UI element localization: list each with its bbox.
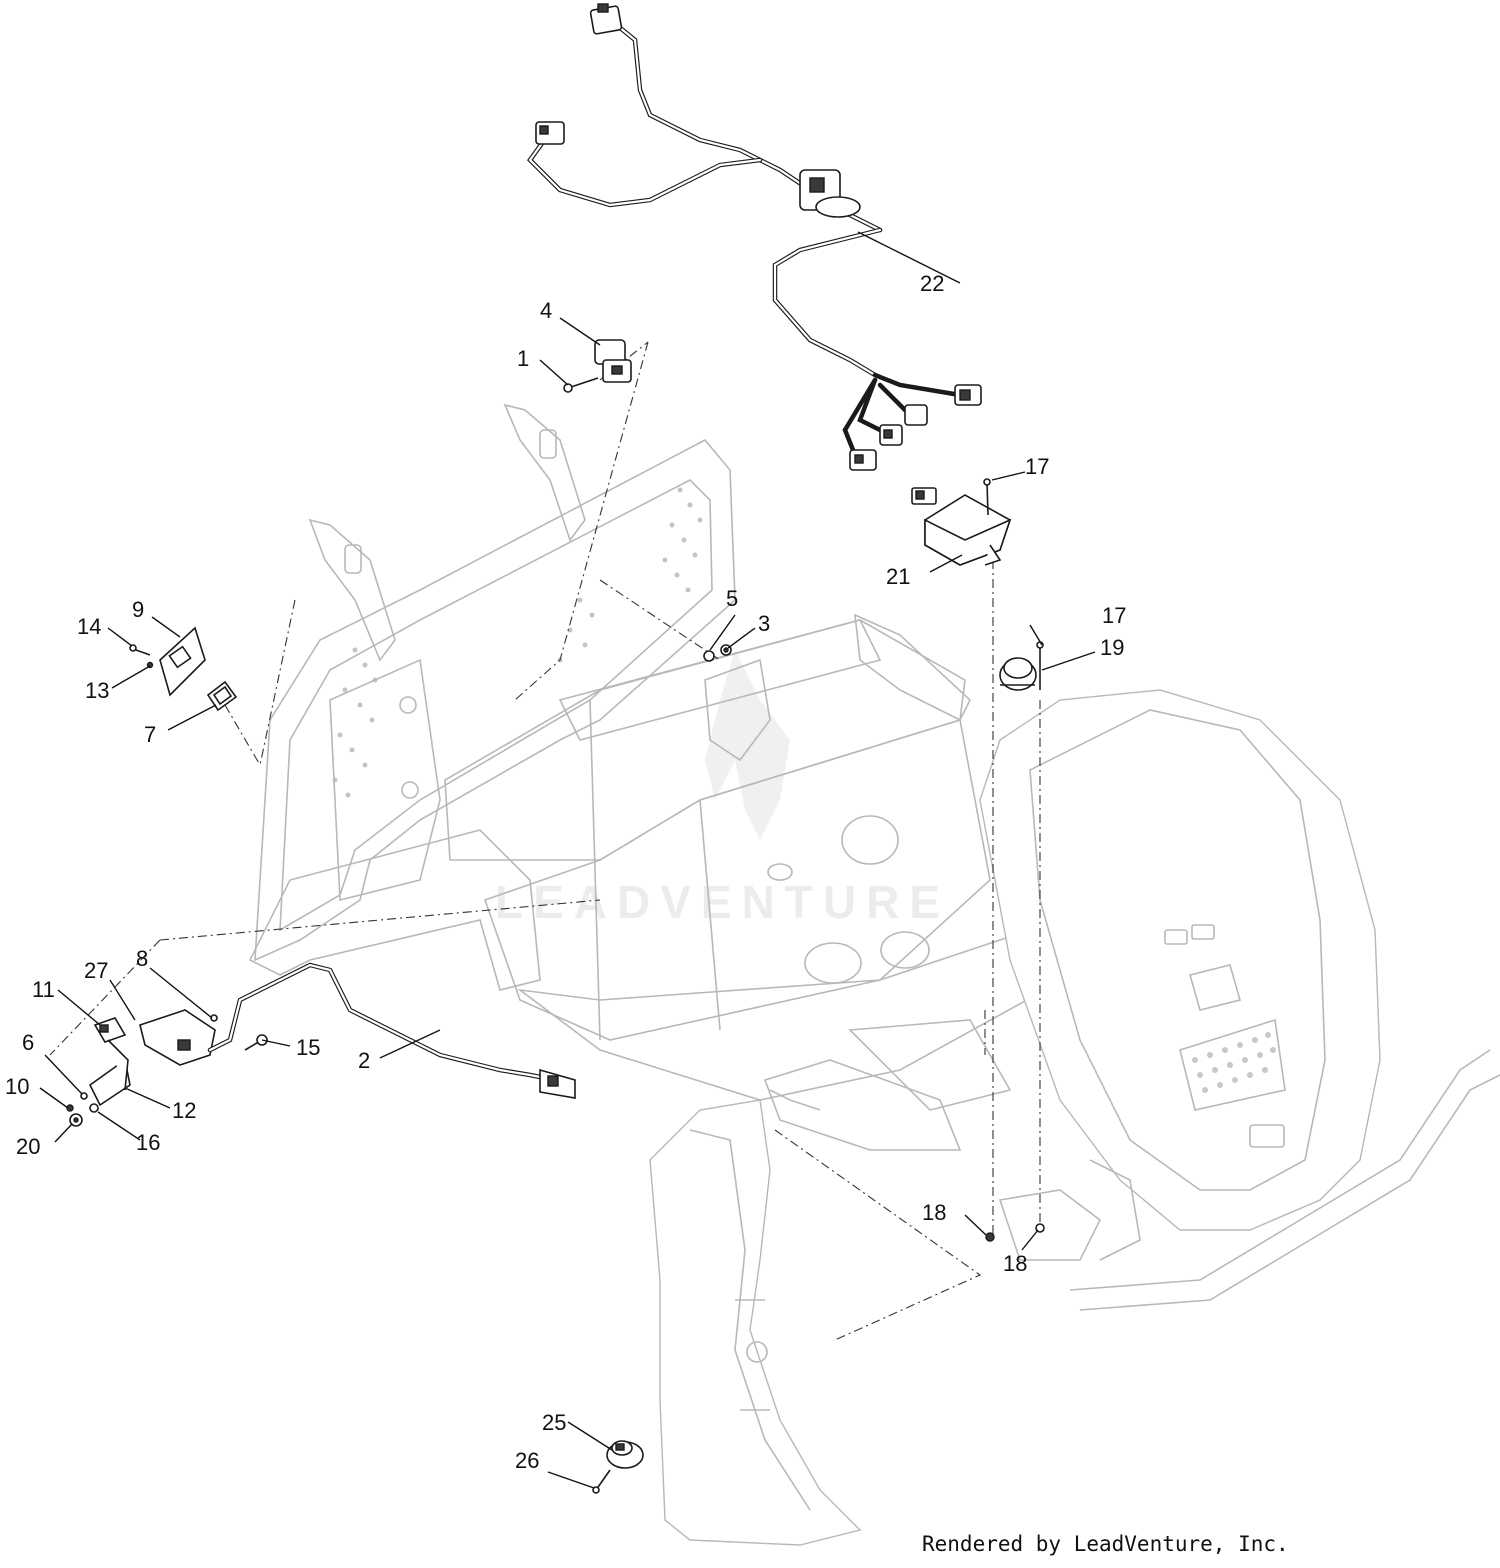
part-17-screw-upper	[983, 478, 991, 516]
callout-2: 2	[358, 1048, 370, 1073]
callout-16: 16	[136, 1130, 160, 1155]
callout-19: 19	[1100, 635, 1124, 660]
callout-15: 15	[296, 1035, 320, 1060]
part-18-nut-left	[985, 1232, 995, 1242]
frame-ghost-outline	[248, 403, 1500, 1546]
callout-4: 4	[540, 298, 552, 323]
part-26-screw	[592, 1469, 611, 1494]
part-25-switch-knob	[606, 1440, 644, 1469]
callout-leaders	[39, 231, 1096, 1489]
callout-7: 7	[144, 722, 156, 747]
callout-18-left: 18	[922, 1200, 946, 1225]
watermark-text: LEADVENTURE	[495, 876, 950, 928]
main-wire-harness	[527, 3, 982, 471]
part-15-bolt	[244, 1034, 268, 1051]
callout-22: 22	[920, 271, 944, 296]
callout-20: 20	[16, 1134, 40, 1159]
part-16-washer	[89, 1103, 99, 1113]
part-21-module	[911, 487, 1012, 566]
callout-17-upper: 17	[1025, 454, 1049, 479]
part-14-screw	[129, 644, 151, 656]
part-20-nut	[69, 1113, 83, 1127]
callout-1: 1	[517, 346, 529, 371]
part-1-screw	[563, 377, 599, 393]
callout-6: 6	[22, 1030, 34, 1055]
callout-26: 26	[515, 1448, 539, 1473]
part-6-washer	[80, 1092, 88, 1100]
render-credit: Rendered by LeadVenture, Inc.	[922, 1532, 1289, 1556]
callout-14: 14	[77, 614, 101, 639]
callout-8: 8	[136, 946, 148, 971]
callout-18-right: 18	[1003, 1251, 1027, 1276]
callout-17-lower: 17	[1102, 603, 1126, 628]
callout-13: 13	[85, 678, 109, 703]
watermark-logo-icon	[705, 650, 790, 840]
part-9-bracket-plate	[159, 626, 206, 697]
callout-25: 25	[542, 1410, 566, 1435]
part-7-pad	[206, 680, 238, 712]
callout-12: 12	[172, 1098, 196, 1123]
callout-9: 9	[132, 597, 144, 622]
part-11-connector	[93, 1017, 127, 1043]
callout-11: 11	[32, 977, 55, 1002]
part-12-bracket	[88, 1039, 131, 1107]
part-5-washer	[703, 650, 715, 662]
part-19-alarm	[999, 657, 1037, 691]
callout-3: 3	[758, 611, 770, 636]
part-4-switch	[594, 339, 632, 383]
part-27-switch-body	[139, 1009, 216, 1066]
part-17-screw-lower	[1036, 641, 1044, 690]
callout-5: 5	[726, 586, 738, 611]
part-2-sub-harness	[207, 962, 576, 1099]
callout-labels: 1 2 3 4 5 6 7 8 9 10 11 12 13 14 15 16 1…	[5, 271, 1126, 1473]
callout-10: 10	[5, 1074, 29, 1099]
callout-27: 27	[84, 958, 108, 983]
assembly-centerlines	[49, 341, 1041, 1341]
callout-21: 21	[886, 564, 910, 589]
